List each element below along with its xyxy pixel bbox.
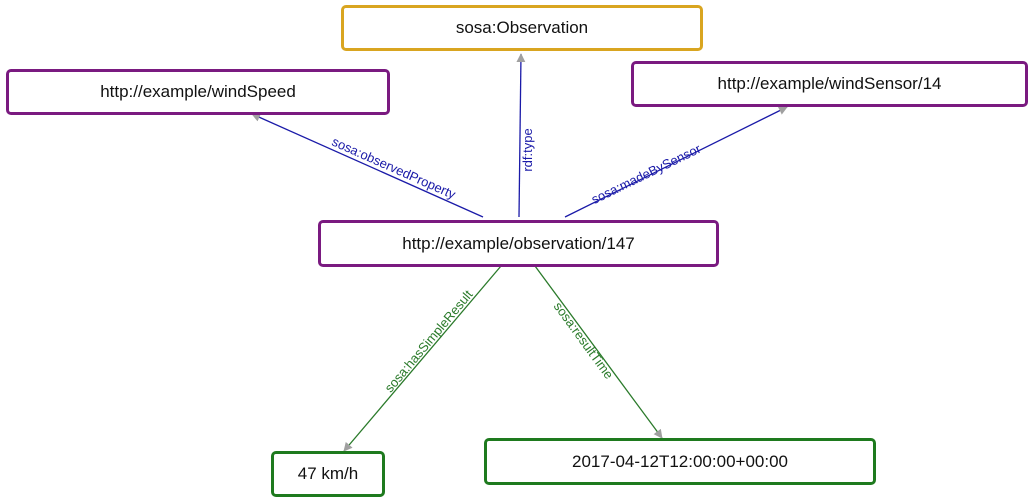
node-wind-speed-label: http://example/windSpeed — [100, 82, 296, 101]
edge-observed-property-label: sosa:observedProperty — [330, 134, 459, 202]
edge-made-by-sensor[interactable]: sosa:madeBySensor — [564, 106, 788, 218]
node-observation-class[interactable]: sosa:Observation — [341, 5, 703, 51]
node-simple-result-label: 47 km/h — [297, 464, 359, 483]
edge-made-by-sensor-label: sosa:madeBySensor — [589, 141, 704, 207]
node-wind-sensor[interactable]: http://example/windSensor/14 — [631, 61, 1028, 107]
node-result-time-label: 2017-04-12T12:00:00+00:00 — [572, 451, 788, 471]
node-wind-sensor-label: http://example/windSensor/14 — [717, 74, 942, 93]
edge-rdf-type[interactable]: rdf:type — [516, 53, 535, 218]
edge-made-by-sensor-line — [564, 106, 788, 218]
node-result-time[interactable]: 2017-04-12T12:00:00+00:00 — [484, 438, 876, 485]
edge-has-simple-result-label: sosa:hasSimpleResult — [381, 287, 475, 395]
edge-has-simple-result[interactable]: sosa:hasSimpleResult — [343, 265, 502, 452]
edge-rdf-type-label: rdf:type — [520, 128, 535, 171]
node-wind-speed[interactable]: http://example/windSpeed — [6, 69, 390, 115]
edge-has-simple-result-line — [343, 265, 502, 452]
edge-rdf-type-line — [516, 53, 526, 218]
edge-observed-property[interactable]: sosa:observedProperty — [251, 113, 484, 218]
edge-result-time-label: sosa:resultTime — [551, 299, 617, 382]
node-observation[interactable]: http://example/observation/147 — [318, 220, 719, 267]
node-simple-result[interactable]: 47 km/h — [271, 451, 385, 497]
node-observation-label: http://example/observation/147 — [402, 233, 635, 253]
edge-result-time[interactable]: sosa:resultTime — [534, 265, 663, 439]
edge-observed-property-line — [251, 113, 484, 218]
node-observation-class-label: sosa:Observation — [455, 18, 589, 37]
edge-result-time-line — [534, 265, 663, 439]
